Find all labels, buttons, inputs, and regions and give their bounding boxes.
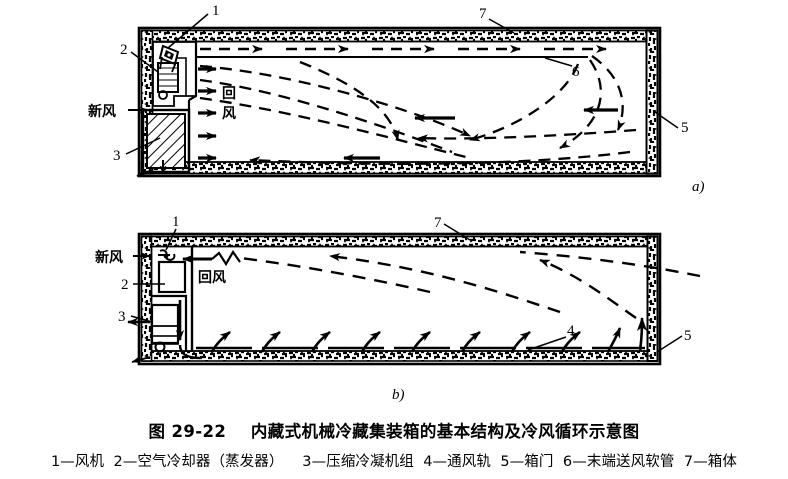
- callout-b-5: 5: [684, 328, 692, 344]
- figure-title: 图 29-22 内藏式机械冷藏集装箱的基本结构及冷风循环示意图: [148, 422, 640, 441]
- callout-leaders-a: [125, 13, 679, 155]
- return-air-indicator-b: [182, 249, 241, 267]
- callout-b-7: 7: [434, 215, 442, 231]
- callout-b-4: 4: [567, 323, 575, 339]
- callout-a-2: 2: [120, 42, 128, 58]
- fresh-air-label-a: 新风: [88, 103, 116, 120]
- container-door-a: [645, 29, 659, 175]
- panel-b: 1 2 3 4 5 7 新风 回风 b): [95, 214, 701, 403]
- return-air-label-a-char2: 风: [222, 106, 236, 122]
- return-air-label-b: 回风: [198, 270, 226, 286]
- callout-a-3: 3: [113, 148, 121, 164]
- condenser-airflow-b: [127, 317, 151, 364]
- airflow-streamlines-a: [199, 55, 637, 165]
- callout-b-1: 1: [172, 214, 180, 230]
- panel-a-caption: a): [692, 179, 705, 195]
- rail-airflow-arrows-b: [210, 317, 648, 353]
- callout-a-7: 7: [479, 6, 487, 22]
- return-air-label-a-char1: 回: [222, 86, 236, 102]
- callout-leaders-b: [130, 223, 683, 353]
- callout-a-5: 5: [681, 120, 689, 136]
- airflow-arrows-a: [198, 64, 618, 163]
- container-door-b: [646, 235, 659, 362]
- machinery-bay-b: [150, 247, 201, 360]
- callout-b-3: 3: [118, 309, 126, 325]
- condensing-unit-b: [150, 303, 180, 353]
- panel-b-caption: b): [392, 387, 405, 403]
- supply-duct-a: [197, 44, 607, 58]
- air-cooler-b: [157, 260, 187, 294]
- machinery-bay-a: [141, 41, 198, 174]
- air-cooler-a: [157, 62, 179, 100]
- condenser-airflow-a: [136, 160, 167, 177]
- airflow-streamlines-b: [239, 250, 701, 319]
- panel-a: 1 2 3 5 6 7 新风 回 风 a): [88, 3, 705, 195]
- callout-a-6: 6: [572, 64, 580, 80]
- condensing-unit-a: [141, 108, 191, 174]
- fan-unit-b: [158, 249, 176, 261]
- fresh-air-label-b: 新风: [95, 249, 123, 266]
- callout-b-2: 2: [121, 277, 129, 293]
- callout-a-1: 1: [212, 3, 220, 19]
- figure-legend: 1—风机 2—空气冷却器（蒸发器） 3—压缩冷凝机组 4—通风轨 5—箱门 6—…: [50, 454, 737, 470]
